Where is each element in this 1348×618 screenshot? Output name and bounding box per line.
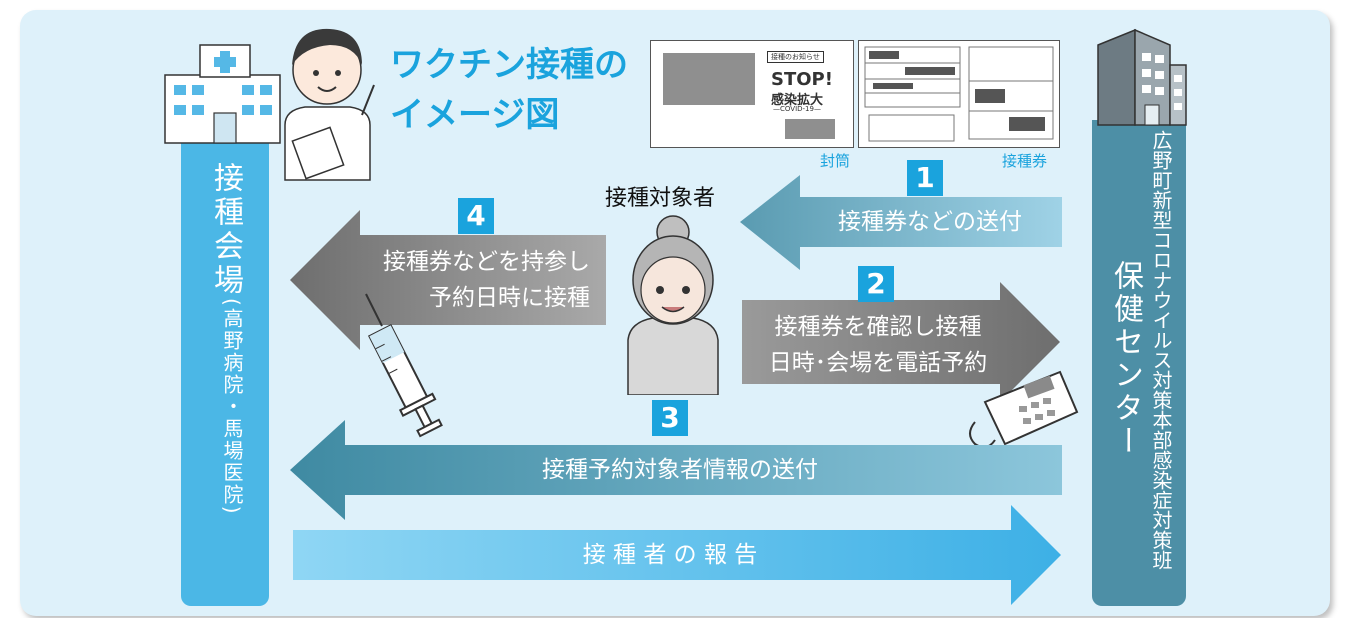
step1-label: 接種券などの送付 [838,209,1022,235]
center-dept-label: 広野町新型コロナウイルス対策本部感染症対策班 [1149,130,1173,570]
center-bar: 広野町新型コロナウイルス対策本部感染症対策班 保健センター [1092,120,1186,606]
center-label: 保健センター [1108,260,1143,458]
step2-label-line1: 接種券を確認し接種 [774,314,982,340]
telephone-icon [969,370,1079,449]
venue-bar: 接種会場 (高野病院・馬場医院) [181,140,269,606]
step4-arrow [290,210,606,350]
envelope-image: 接種のお知らせ STOP! 感染拡大 —COVID-19— [650,40,854,148]
envelope-notice: 接種のお知らせ [767,51,824,63]
envelope-covid: —COVID-19— [773,105,821,113]
hospital-icon [164,44,281,144]
doctor-icon [284,28,375,181]
venue-label: 接種会場 [208,162,243,298]
step1-arrow [740,175,1062,270]
report-label: 接 種 者 の 報 告 [582,542,758,568]
step4-number: 4 [458,198,494,234]
step4-label-line1: 接種券などを持参し [383,249,590,275]
step1-number: 1 [907,160,943,196]
ticket-caption: 接種券 [1002,152,1048,170]
title-line-1: ワクチン接種の [390,45,628,85]
report-arrow [293,505,1061,605]
building-icon [1097,28,1187,126]
step2-label-line2: 日時･会場を電話予約 [768,350,988,376]
envelope-caption: 封筒 [820,152,851,170]
venue-sub-label: (高野病院・馬場医院) [220,298,244,516]
step4-label-line2: 予約日時に接種 [429,285,590,311]
ticket-image [858,40,1060,148]
diagram-title: ワクチン接種の イメージ図 [390,40,628,140]
step3-arrow [290,420,1062,520]
envelope-stop: STOP! [771,69,833,90]
step2-arrow [742,282,1060,402]
elderly-woman-icon [627,215,719,395]
title-line-2: イメージ図 [390,95,560,135]
step3-label: 接種予約対象者情報の送付 [542,457,818,483]
syringe-icon [365,293,443,438]
envelope-stamp [785,119,835,139]
step2-number: 2 [858,266,894,302]
envelope-spread: 感染拡大 [771,93,824,108]
target-label: 接種対象者 [605,186,716,211]
envelope-window [663,53,755,105]
step3-number: 3 [652,400,688,436]
